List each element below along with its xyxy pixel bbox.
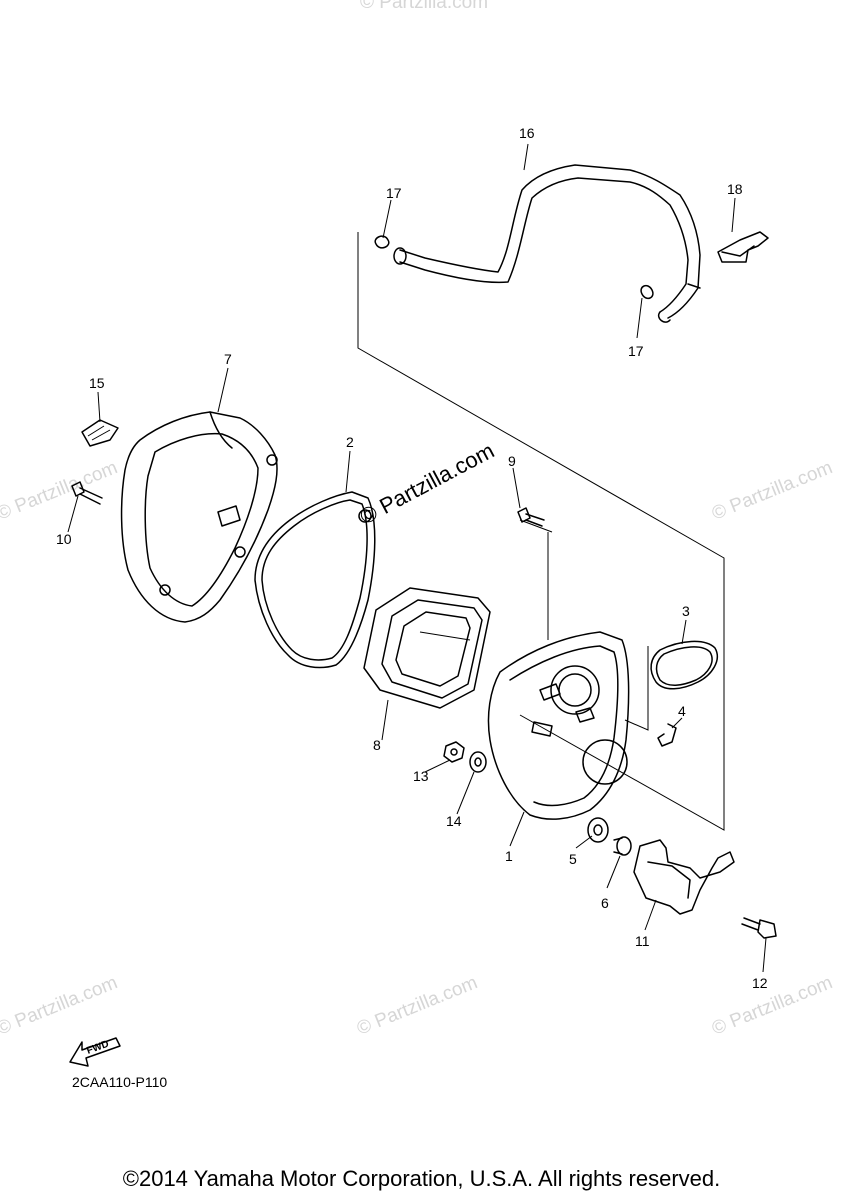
callout-17: 17 [386, 185, 402, 201]
callout-6: 6 [601, 895, 609, 911]
part-17-hose-clip-top [374, 235, 390, 249]
part-10-screw [71, 481, 103, 505]
part-14-washer [469, 751, 487, 773]
callout-4: 4 [678, 703, 686, 719]
part-5-grommet [587, 817, 609, 843]
callout-11: 11 [635, 933, 650, 949]
part-15-label [81, 419, 119, 447]
assembly-frame-inner [519, 519, 649, 731]
part-11-bracket [633, 839, 735, 915]
callout-14: 14 [446, 813, 462, 829]
callout-1: 1 [505, 848, 513, 864]
assembly-frame [357, 232, 725, 831]
fwd-direction-arrow: FWD [69, 1037, 121, 1067]
callout-18: 18 [727, 181, 743, 197]
callout-16: 16 [519, 125, 535, 141]
callout-3: 3 [682, 603, 690, 619]
callout-7: 7 [224, 351, 232, 367]
callout-13: 13 [413, 768, 429, 784]
part-7-case-cover [120, 411, 278, 623]
part-1-filter-case [487, 631, 630, 820]
part-17-hose-clip-right [640, 284, 654, 300]
watermark-text: © Partzilla.com [0, 457, 121, 524]
part-18-hose-holder [717, 231, 769, 263]
part-6-collar [613, 836, 632, 856]
copyright-notice: ©2014 Yamaha Motor Corporation, U.S.A. A… [122, 1166, 721, 1191]
callout-5: 5 [569, 851, 577, 867]
center-watermark: © Partzilla.com [356, 438, 499, 530]
part-3-o-ring [650, 640, 719, 690]
background-watermarks: © Partzilla.com © Partzilla.com © Partzi… [0, 0, 836, 1040]
watermark-text: © Partzilla.com [354, 972, 481, 1039]
watermark-text: © Partzilla.com [709, 457, 836, 524]
callout-15: 15 [89, 375, 105, 391]
part-16-breather-hose [393, 164, 701, 323]
part-13-nut [443, 741, 465, 763]
callout-10: 10 [56, 531, 72, 547]
callout-12: 12 [752, 975, 768, 991]
callout-8: 8 [373, 737, 381, 753]
callout-9: 9 [508, 453, 516, 469]
part-8-filter-element [363, 587, 491, 709]
watermark-text: © Partzilla.com [0, 972, 121, 1039]
callout-17: 17 [628, 343, 644, 359]
watermark-text: © Partzilla.com [360, 0, 488, 13]
part-4-clip [657, 723, 677, 747]
watermark-text: © Partzilla.com [709, 972, 836, 1039]
diagram-reference-code: 2CAA110-P110 [72, 1074, 168, 1090]
part-12-bolt [741, 917, 777, 939]
part-9-screw [517, 507, 545, 527]
callout-labels: 17 16 18 17 7 15 10 2 9 3 4 8 13 14 1 5 … [56, 125, 768, 991]
callout-2: 2 [346, 434, 354, 450]
leader-lines [67, 143, 767, 973]
part-2-gasket [254, 491, 376, 669]
